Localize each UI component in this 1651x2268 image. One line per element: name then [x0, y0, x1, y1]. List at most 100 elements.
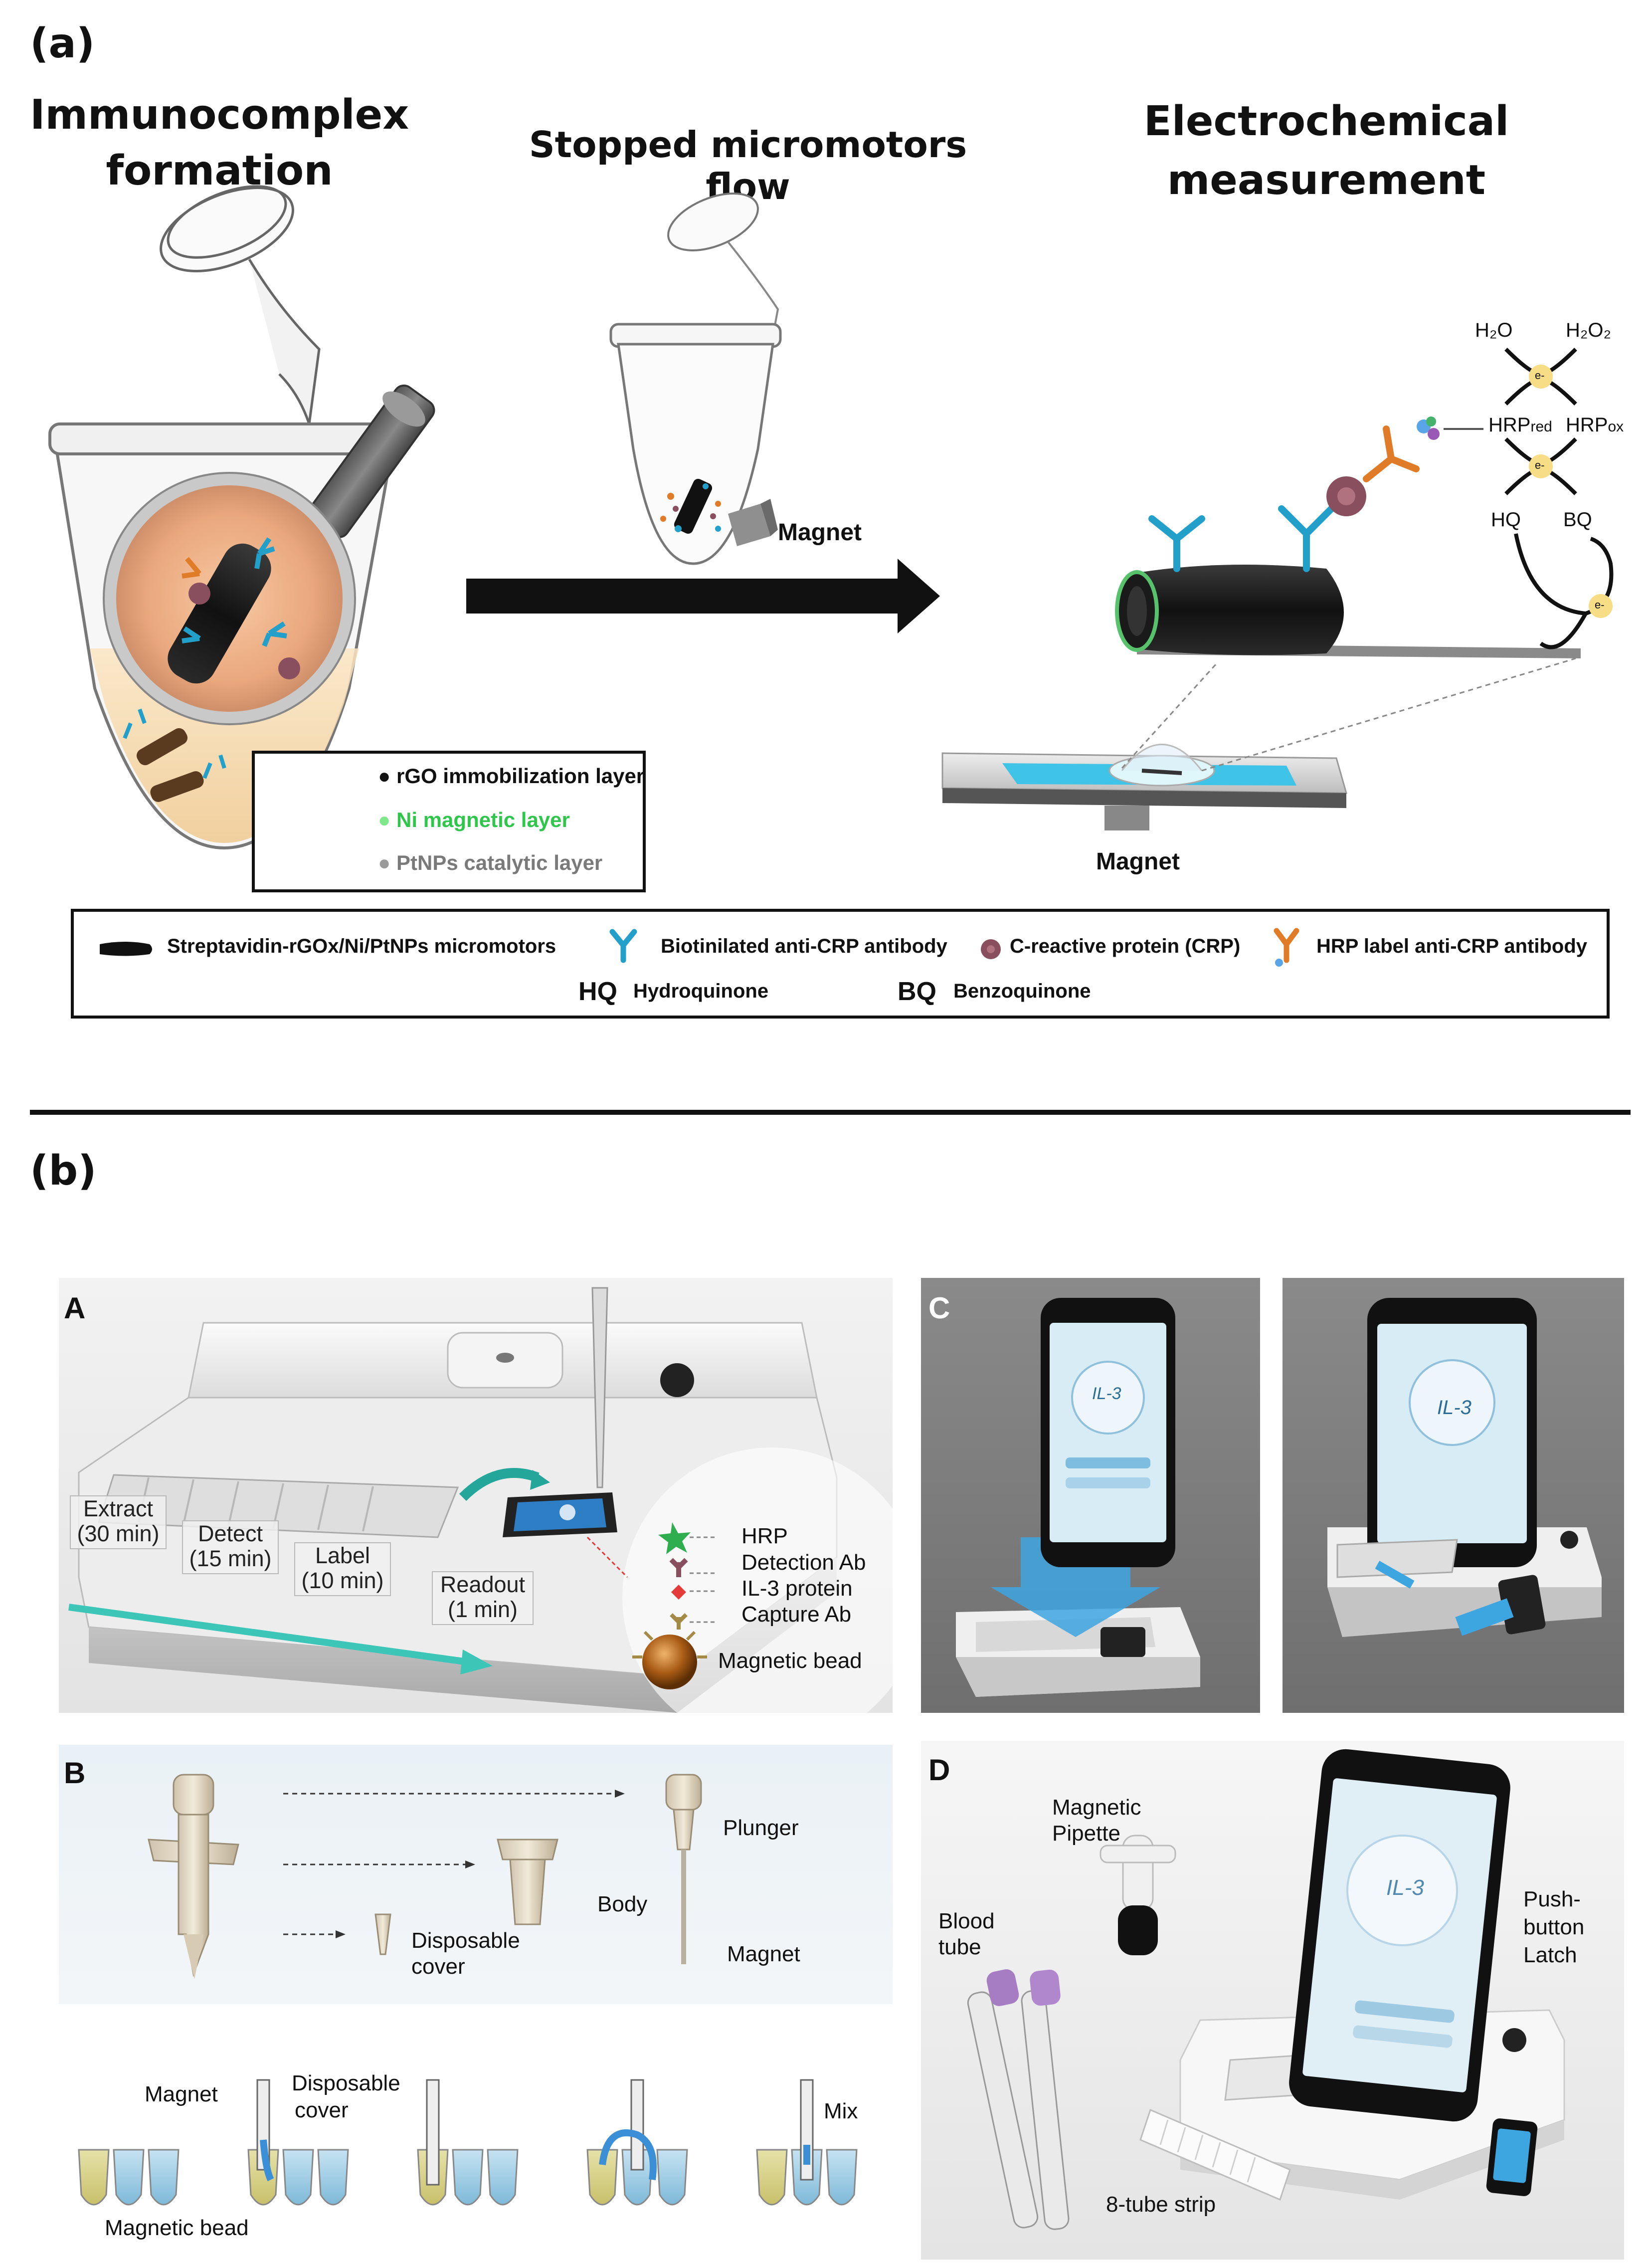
- reaction-bq: BQ: [1563, 509, 1592, 531]
- heading-electrochemical-line1: Electrochemical: [1143, 98, 1509, 145]
- step-detect-name: Detect: [197, 1521, 263, 1546]
- reaction-h2o2: H₂O₂: [1566, 319, 1612, 341]
- liquid-micromotors: [123, 708, 226, 802]
- label-blood-tube-line1: Blood: [938, 1909, 995, 1933]
- heading-immunocomplex-line1: Immunocomplex: [30, 91, 409, 139]
- step-extract-name: Extract: [83, 1496, 154, 1521]
- subpanel-b-letter: B: [64, 1756, 86, 1790]
- subpanel-d-letter: D: [928, 1753, 950, 1787]
- heading-immunocomplex: Immunocomplex formation: [30, 87, 409, 199]
- legend-micromotor: Streptavidin-rGOx/Ni/PtNPs micromotors: [167, 935, 556, 957]
- reaction-hrp-red-main: HRP: [1488, 414, 1531, 436]
- reaction-hrp-ox-sub: ox: [1608, 418, 1624, 435]
- subpanel-b-pipette: [59, 1745, 893, 2004]
- reaction-hrp-ox-main: HRP: [1566, 414, 1608, 436]
- step-extract: Extract (30 min): [70, 1495, 167, 1549]
- part-plunger: Plunger: [723, 1816, 799, 1840]
- part-body: Body: [597, 1892, 648, 1916]
- subpanel-a-letter: A: [64, 1291, 86, 1325]
- part-cover: Disposable cover: [411, 1928, 520, 1980]
- component-hrp: HRP: [741, 1524, 788, 1548]
- part-magnet: Magnet: [727, 1942, 800, 1966]
- step-label-time: (10 min): [301, 1568, 384, 1593]
- well-sequence: [78, 2079, 858, 2206]
- layer-rgo: ● rGO immobilization layer: [378, 764, 644, 788]
- label-push-button-latch-line1: Push-: [1523, 1887, 1581, 1911]
- label-blood-tube-line2: tube: [938, 1935, 981, 1959]
- well-groups: [78, 2079, 858, 2206]
- seq-cover: Disposable cover: [292, 2070, 400, 2124]
- legend-icons: [100, 928, 1299, 967]
- subpanel-c-screen-1: IL-3: [1092, 1384, 1121, 1403]
- stopped-flow-tube: [609, 193, 782, 565]
- process-arrow: [466, 559, 940, 633]
- subpanel-d-photo: [921, 1741, 1624, 2260]
- component-detection-ab: Detection Ab: [741, 1550, 866, 1575]
- legend-bq-abbr: BQ: [898, 977, 936, 1006]
- step-readout-time: (1 min): [447, 1597, 518, 1622]
- layer-legend-box: [252, 751, 646, 892]
- electrode-antibodies: [1148, 505, 1335, 572]
- d-screen-text: IL-3: [1386, 1875, 1424, 1900]
- electron-dot-1: [1529, 365, 1553, 389]
- label-magnetic-pipette-line2: Pipette: [1052, 1821, 1120, 1846]
- label-push-button-latch-line2: button: [1523, 1915, 1585, 1939]
- seq-magnetic-bead: Magnetic bead: [105, 2216, 249, 2240]
- sensor-chip: [941, 657, 1576, 830]
- electrode-micromotor: [1115, 565, 1581, 658]
- layer-rgo-bullet: ●: [378, 764, 391, 788]
- reaction-h2o: H₂O: [1475, 319, 1513, 341]
- phone-insert-render: [956, 1298, 1200, 1697]
- layer-ni-text: Ni magnetic layer: [396, 808, 570, 831]
- layer-rgo-text: rGO immobilization layer: [396, 764, 645, 788]
- legend-hrp-ab: HRP label anti-CRP antibody: [1316, 935, 1588, 957]
- electron-label-1: e-: [1535, 369, 1545, 382]
- electron-dot-3: [1589, 594, 1613, 618]
- legend-crp: C-reactive protein (CRP): [1010, 935, 1241, 957]
- seq-magnet: Magnet: [145, 2082, 218, 2106]
- label-8-tube-strip: 8-tube strip: [1106, 2192, 1216, 2217]
- seq-cover-line1: Disposable: [292, 2071, 400, 2095]
- component-il3: IL-3 protein: [741, 1576, 853, 1601]
- tube-lid: [160, 185, 321, 424]
- subpanel-c-photo-2: [1283, 1278, 1624, 1713]
- step-extract-time: (30 min): [77, 1521, 160, 1546]
- heading-electrochemical-line2: measurement: [1167, 157, 1486, 204]
- heading-electrochemical: Electrochemical measurement: [1122, 92, 1531, 210]
- magnet-label-tube: Magnet: [778, 519, 862, 546]
- electron-label-3: e-: [1595, 599, 1605, 611]
- layer-ptnps: ● PtNPs catalytic layer: [378, 851, 602, 875]
- legend-box: [71, 909, 1610, 1019]
- layer-ptnps-bullet: ●: [378, 851, 391, 874]
- label-push-button-latch-line3: Latch: [1523, 1943, 1577, 1967]
- label-push-button-latch: Push- button Latch: [1523, 1885, 1584, 1969]
- step-detect-time: (15 min): [189, 1546, 272, 1571]
- reaction-hrp-red-sub: red: [1530, 418, 1552, 435]
- step-readout: Readout (1 min): [432, 1571, 534, 1625]
- part-cover-line1: Disposable: [411, 1928, 520, 1953]
- subpanel-c-letter: C: [928, 1291, 950, 1325]
- reaction-hrp-red: HRPred: [1488, 414, 1552, 436]
- reaction-hrp-ox: HRPox: [1566, 414, 1624, 436]
- part-cover-line2: cover: [411, 1954, 465, 1979]
- legend-hq-abbr: HQ: [578, 977, 617, 1006]
- electron-label-2: e-: [1535, 459, 1545, 471]
- subpanel-c-photo-1: [921, 1278, 1260, 1713]
- kit-photo-render: [967, 1749, 1565, 2230]
- panel-b-label: (b): [30, 1147, 97, 1195]
- magnet-label-chip: Magnet: [1096, 848, 1180, 875]
- component-capture-ab: Capture Ab: [741, 1602, 852, 1627]
- label-magnetic-pipette-line1: Magnetic: [1052, 1795, 1141, 1820]
- seq-mix: Mix: [824, 2099, 858, 2123]
- pipette-parts: [148, 1774, 702, 1979]
- subpanel-c-screen-2: IL-3: [1437, 1397, 1471, 1419]
- component-magnetic-bead: Magnetic bead: [718, 1649, 862, 1673]
- step-label: Label (10 min): [294, 1542, 391, 1596]
- label-magnetic-pipette: Magnetic Pipette: [1052, 1795, 1141, 1847]
- reaction-hq: HQ: [1491, 509, 1521, 531]
- panel-a-label: (a): [30, 20, 95, 67]
- layer-ni-bullet: ●: [378, 808, 391, 831]
- legend-bq-full: Benzoquinone: [953, 980, 1091, 1002]
- layer-ni: ● Ni magnetic layer: [378, 808, 570, 832]
